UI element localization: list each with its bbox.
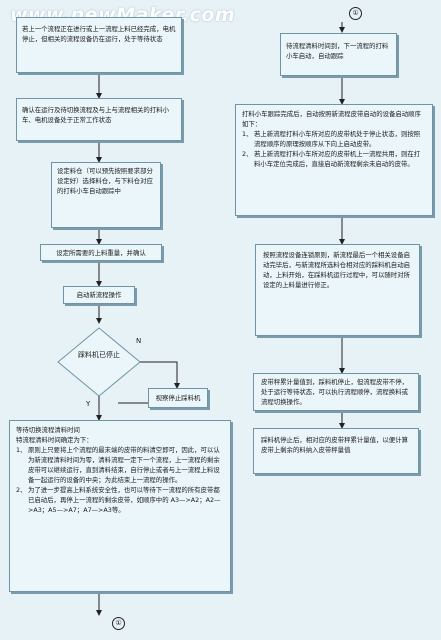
step-belt-start-order-intro: 打料小车跟踪完成后，自动按照新流程皮带启动的设备启动顺序如下： [242,110,421,128]
step-feeder-start-text: 按照流程设备连锁原则，新流程最后一个相关设备启动完毕后，与新流程所选料仓相对应的… [263,251,410,289]
arrow-no [140,361,180,389]
step-belt-scale-reached: 皮带秤累计量值到，踩料机停止，但流程皮带不停，处于运行等待状态，可以执行流程顺停… [253,373,419,411]
step-wait-state: 若上一个流程正在进行或上一流程上料已经完成，电机停止，但相关的流程设备仍在运行，… [16,17,182,73]
step-trolley-track-text: 待流程清料时间到，下一流程的打料小车启动，自动跟踪 [286,42,389,60]
step-clear-time-item-2: 2、为了进一步提高上料系统安全性，也可以等待下一流程的所有皮带都已启动后，再停上… [16,486,221,514]
step-clear-time: 等待切换流程清料时间 特流程清料时间确定为下： 1、原则上只要将上个流程的最末端… [9,420,231,592]
decision-yes-label: Y [86,400,91,408]
step-wait-state-text: 若上一个流程正在进行或上一流程上料已经完成，电机停止，但相关的流程设备仍在运行，… [22,25,176,43]
step-observe-stop-text: 视察停止踩料机 [155,394,201,402]
step-set-weight: 设定所需要的上料重量，并确认 [40,244,162,261]
step-belt-start-order-item-2: 2、若上新流程打料小车所对应的皮带机上一流程共用，则在打料小车定位完成后，直接启… [242,150,421,168]
step-observe-stop: 视察停止踩料机 [148,388,208,408]
decision-label: 踩料机已停止 [78,351,120,359]
step-feeder-stopped-text: 踩料机停止后，相对应的皮带秤累计量值，以便计算皮带上剩余的料纳入皮带秤量值 [261,436,408,454]
decision-no-label: N [136,337,142,345]
step-start-new-flow: 启动新流程操作 [63,286,135,304]
step-clear-time-item-1: 1、原则上只要将上个流程的最末端的皮带的料清空即可，因此，可以认为新流程清料时间… [16,446,220,484]
step-confirm-running-text: 确认在运行及待切换流程及与上与流程相关的打料小车、电机设备处于正常工作状态 [22,106,169,124]
step-belt-start-order: 打料小车跟踪完成后，自动按照新流程皮带启动的设备启动顺序如下： 1、若上新流程打… [235,104,433,216]
step-set-silo: 设定料仓（可以预先按照要求部分设定好）选择料仓，与下料仓对应的打料小车自动跟踪中 [51,162,161,228]
step-start-new-flow-text: 启动新流程操作 [76,291,122,299]
decision-diamond [57,327,141,397]
step-feeder-stopped: 踩料机停止后，相对应的皮带秤累计量值，以便计算皮带上剩余的料纳入皮带秤量值 [253,428,419,474]
step-confirm-running: 确认在运行及待切换流程及与上与流程相关的打料小车、电机设备处于正常工作状态 [16,98,182,141]
connector-mark-top: ① [349,7,362,20]
step-feeder-start: 按照流程设备连锁原则，新流程最后一个相关设备启动完毕后，与新流程所选料仓相对应的… [255,244,420,336]
step-belt-scale-reached-text: 皮带秤累计量值到，踩料机停止，但流程皮带不停，处于运行等待状态，可以执行流程顺停… [261,378,408,406]
step-belt-start-order-item-1: 1、若上新流程打料小车所对应的皮带机处于停止状态，则按照流程顺序的原理按顺序从下… [242,130,421,148]
step-set-silo-text: 设定料仓（可以预先按照要求部分设定好）选择料仓，与下料仓对应的打料小车自动跟踪中 [57,167,153,195]
step-trolley-track: 待流程清料时间到，下一流程的打料小车启动，自动跟踪 [280,33,397,76]
step-clear-time-sub: 特流程清料时间确定为下： [16,436,93,444]
connector-mark-bottom: ① [112,617,125,630]
step-set-weight-text: 设定所需要的上料重量，并确认 [56,248,146,257]
step-clear-time-title: 等待切换流程清料时间 [16,426,80,434]
